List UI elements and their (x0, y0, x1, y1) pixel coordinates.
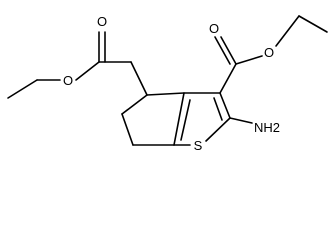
bond (205, 117, 231, 142)
amino-bond (229, 117, 253, 124)
ethyl-acetate-side-chain (7, 31, 148, 99)
oxygen-label-left-carbonyl: O (97, 14, 107, 29)
bond (219, 63, 237, 94)
bond (298, 15, 328, 33)
bond (146, 92, 185, 96)
bond (121, 94, 148, 115)
thiophene-ring (173, 92, 231, 146)
bond (214, 36, 231, 65)
bond (7, 79, 38, 99)
amino-label: NH2 (254, 120, 280, 135)
bond (220, 36, 237, 65)
bond (235, 55, 263, 65)
bond (213, 97, 223, 121)
chemical-structure: O O O O S NH2 (7, 14, 328, 153)
bond (75, 61, 100, 81)
bond (275, 15, 300, 47)
bond (173, 92, 185, 146)
oxygen-label-left-ether: O (63, 73, 73, 88)
bond (180, 99, 191, 141)
oxygen-label-right-ether: O (264, 45, 274, 60)
bond (219, 92, 231, 119)
oxygen-label-right-carbonyl: O (209, 21, 219, 36)
ethyl-ester-group (214, 15, 328, 94)
bond (121, 113, 134, 146)
sulfur-label: S (194, 138, 203, 153)
bond (130, 61, 148, 96)
cyclopentane-ring (121, 92, 185, 146)
